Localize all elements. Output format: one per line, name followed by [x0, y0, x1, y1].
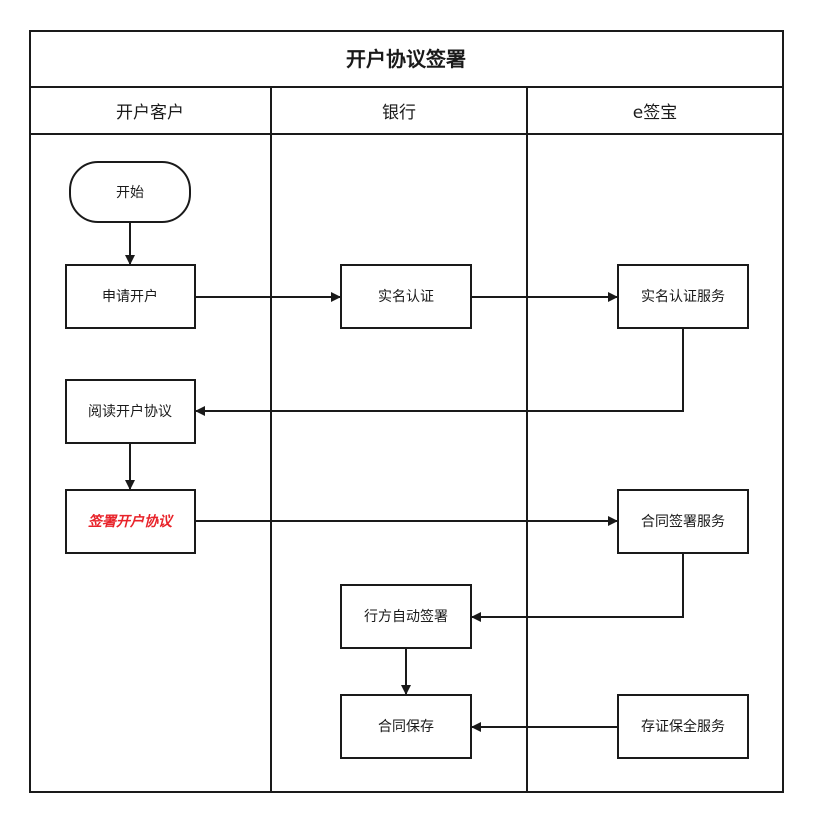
bank-auto-sign-label: 行方自动签署: [364, 608, 448, 625]
start-label: 开始: [116, 185, 144, 201]
evidence-service-node: [617, 694, 749, 759]
realname-service-node: [617, 264, 749, 329]
diagram-title: 开户协议签署: [346, 47, 466, 71]
lane-header-bank: 银行: [382, 103, 416, 123]
evidence-service-label: 存证保全服务: [641, 718, 725, 735]
outer-border: [29, 30, 784, 793]
swimlane-frame: [29, 30, 784, 793]
apply-label: 申请开户: [102, 288, 158, 305]
realname-service-label: 实名认证服务: [641, 289, 725, 305]
contract-save-node: [340, 694, 472, 759]
sign-agreement-label: 签署开户协议: [88, 513, 174, 530]
arrow-service-to-read: [195, 328, 684, 416]
arrow-contract-service-to-bank-sign: [471, 553, 684, 622]
realname-node: [340, 264, 472, 329]
contract-sign-service-node: [617, 489, 749, 554]
apply-node: [65, 264, 196, 329]
read-agreement-label: 阅读开户协议: [88, 403, 172, 420]
lane-header-esign: e签宝: [633, 103, 677, 123]
contract-save-label: 合同保存: [378, 719, 434, 735]
contract-sign-service-label: 合同签署服务: [641, 513, 725, 530]
realname-label: 实名认证: [378, 289, 434, 305]
sign-agreement-node: [65, 489, 196, 554]
lane-header-customer: 开户客户: [116, 103, 184, 123]
